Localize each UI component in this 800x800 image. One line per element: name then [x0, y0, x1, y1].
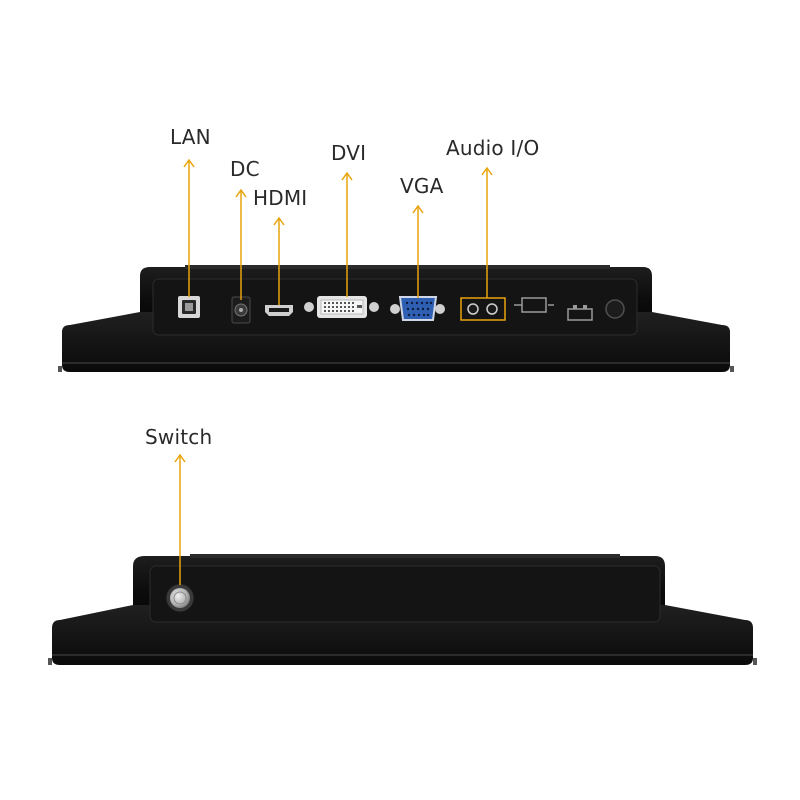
vga-label: VGA — [400, 174, 444, 198]
switch-panel — [149, 565, 661, 623]
callout-lines — [174, 158, 493, 585]
bezel-edge-line-bottom — [52, 654, 753, 656]
bezel-right-clip — [730, 366, 734, 372]
audio-io-ports — [460, 297, 506, 321]
dvi-label: DVI — [331, 141, 367, 165]
audio-io-label: Audio I/O — [446, 136, 540, 160]
top-monitor-view — [58, 265, 734, 372]
bottom-monitor-view — [48, 554, 757, 665]
bezel-right-clip-bottom — [753, 658, 757, 665]
housing-top-highlight-bottom — [190, 554, 620, 558]
bezel-edge-line — [62, 362, 730, 364]
hdmi-port — [265, 305, 293, 316]
vga-callout-arrow — [412, 204, 424, 214]
hdmi-callout-arrow — [273, 216, 285, 226]
dc-jack — [231, 296, 251, 324]
bezel-left-clip — [58, 366, 62, 372]
lan-port — [178, 296, 200, 318]
bezel-left-clip-bottom — [48, 658, 52, 665]
vga-port — [390, 296, 445, 321]
round-port — [605, 299, 625, 319]
switch-callout-arrow — [174, 453, 186, 463]
housing-top-highlight — [185, 265, 610, 269]
usb-port — [514, 297, 554, 313]
audio-callout-arrow — [481, 166, 493, 176]
dvi-port — [304, 296, 379, 318]
rs232-port — [567, 305, 593, 321]
lan-label: LAN — [170, 125, 211, 149]
dvi-callout-arrow — [341, 171, 353, 181]
lan-callout-arrow — [183, 158, 195, 168]
dc-callout-arrow — [235, 188, 247, 198]
power-switch — [165, 583, 195, 613]
switch-label: Switch — [145, 425, 213, 449]
dc-label: DC — [230, 157, 260, 181]
hdmi-label: HDMI — [253, 186, 308, 210]
